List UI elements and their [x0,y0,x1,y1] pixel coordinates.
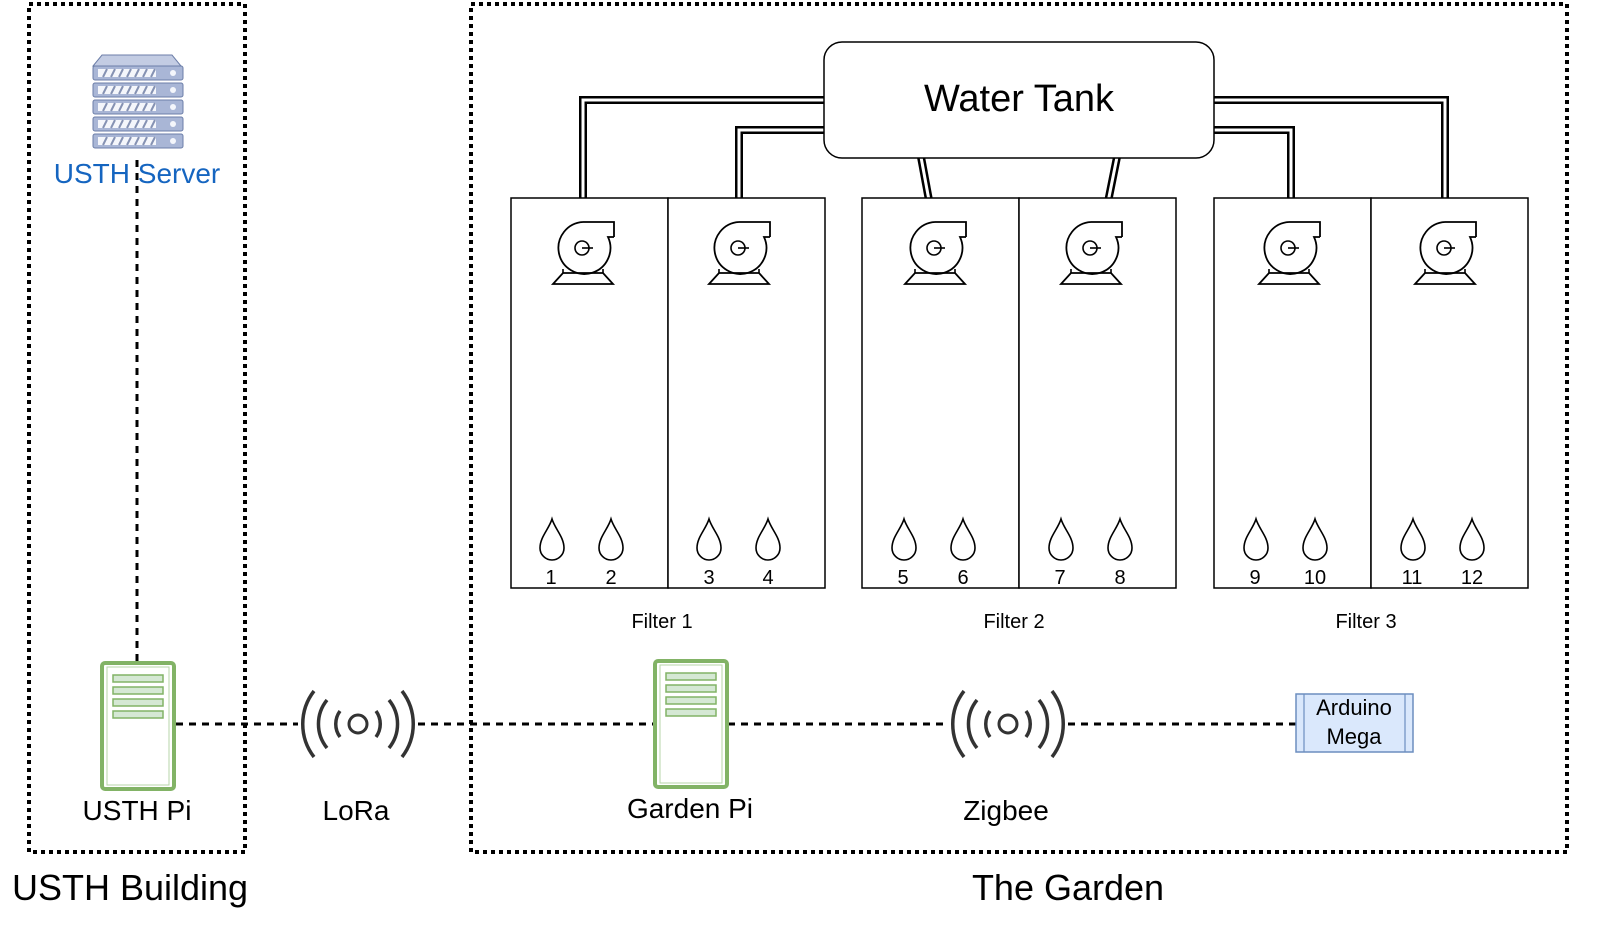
filter-1-bed-a [510,197,669,589]
filter-label: Filter 1 [631,611,692,633]
sensor-label: 9 [1249,567,1260,589]
filter-label: Filter 2 [983,611,1044,633]
filter-3-bed-b [1370,197,1529,589]
sensor-label: 2 [605,567,616,589]
usth-building-region [27,2,247,854]
pi-tower-icon [653,659,729,789]
usth-pi-label: USTH Pi [83,795,192,826]
filter-3-bed-a [1213,197,1372,589]
sensor-label: 8 [1114,567,1125,589]
sensor-label: 6 [957,567,968,589]
filter-label: Filter 3 [1335,611,1396,633]
filter-2: 5 6 7 8 Filter 2 [861,197,1177,633]
sensor-label: 4 [762,567,773,589]
usth-building-label: USTH Building [12,867,248,908]
garden-label: The Garden [972,867,1164,908]
wireless-broadcast-icon [300,689,416,759]
filter-2-bed-a [861,197,1020,589]
arduino-label-line2: Mega [1326,724,1382,749]
filter-1: 1 2 3 4 Filter 1 [510,197,826,633]
sensor-label: 12 [1461,567,1483,589]
water-pipes [579,96,1449,224]
filter-2-bed-b [1018,197,1177,589]
sensor-label: 5 [897,567,908,589]
sensor-label: 1 [545,567,556,589]
garden-region [469,2,1569,854]
zigbee-label: Zigbee [963,795,1049,826]
sensor-label: 3 [703,567,714,589]
lora-label: LoRa [323,795,390,826]
water-tank: Water Tank [823,41,1215,159]
arduino-label-line1: Arduino [1316,695,1392,720]
usth-server-label: USTH Server [54,158,220,189]
water-tank-label: Water Tank [924,78,1115,120]
filter-3: 9 10 11 12 Filter 3 [1213,197,1529,633]
wireless-broadcast-icon [950,689,1066,759]
sensor-label: 11 [1402,567,1423,589]
server-rack-icon [91,54,184,149]
sensor-label: 10 [1304,567,1326,589]
filter-1-bed-b [667,197,826,589]
sensor-label: 7 [1054,567,1065,589]
garden-pi-label: Garden Pi [627,793,753,824]
arduino-mega-box: Arduino Mega [1295,693,1414,753]
pi-tower-icon [100,661,176,791]
